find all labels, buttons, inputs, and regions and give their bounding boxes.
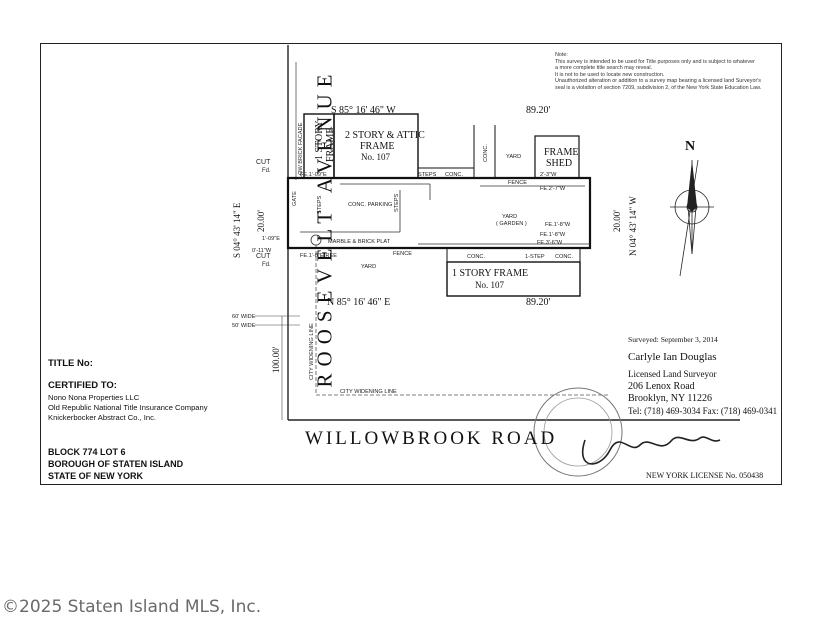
left-small-1: 0'-11"W	[252, 248, 272, 254]
main-house-frame: FRAME	[360, 141, 394, 152]
yard-garden: YARD	[502, 214, 517, 220]
party-2: Old Republic National Title Insurance Co…	[48, 403, 208, 412]
marble-plat: MARBLE & BRICK PLAT	[328, 239, 391, 245]
tree-label: TREE	[322, 253, 337, 259]
surveyor-title: Licensed Land Surveyor	[628, 369, 717, 379]
surveyor-address-1: 206 Lenox Road	[628, 381, 695, 392]
distance-top: 89.20'	[526, 105, 551, 116]
adjacent-frame: FRAME	[325, 128, 336, 162]
compass-north: N	[685, 139, 695, 154]
surveyed-date: Surveyed: September 3, 2014	[628, 335, 718, 344]
state: STATE OF NEW YORK	[48, 471, 144, 481]
conc-right: CONC.	[555, 254, 573, 260]
conc-top: CONC.	[445, 172, 463, 178]
fe-reference: 2'-3"W	[540, 172, 557, 178]
surveyor-license: NEW YORK LICENSE No. 050438	[646, 471, 764, 480]
fe-right-3: FE.1'-8"W	[540, 232, 566, 238]
bearing-bottom: N 85° 16' 46" E	[327, 297, 390, 308]
steps-left: STEPS	[394, 193, 400, 212]
left-small-2: 1'-09"E	[262, 236, 280, 242]
widening-horizontal: CITY WIDENING LINE	[340, 389, 397, 395]
conc-bottom: CONC.	[467, 254, 485, 260]
main-house-number: No. 107	[361, 152, 390, 162]
survey-note: Note: This survey is intended to be used…	[555, 52, 762, 91]
borough: BOROUGH OF STATEN ISLAND	[48, 459, 184, 469]
fe-right-1: FE.2'-7"W	[540, 186, 566, 192]
fe-bottom: FE.1'-8"E	[300, 253, 324, 259]
surveyor-phone: Tel: (718) 469-3034 Fax: (718) 469-0341	[628, 406, 778, 416]
distance-left: 20.00'	[256, 210, 266, 232]
cut-top: CUT	[256, 159, 271, 166]
certified-to-heading: CERTIFIED TO:	[48, 380, 117, 391]
surveyor-seal	[533, 387, 623, 477]
widening-vertical: CITY WIDENING LINE	[309, 323, 315, 380]
road-frontage: 100.00'	[271, 346, 281, 373]
willowbrook-road-label: WILLOWBROOK ROAD	[305, 428, 558, 449]
block-lot-info: BLOCK 774 LOT 6 BOROUGH OF STATEN ISLAND…	[48, 446, 183, 482]
shed-label: SHED	[546, 158, 572, 169]
garden-label: ( GARDEN )	[496, 221, 527, 227]
step-label: 1-STEP	[525, 254, 545, 260]
fe-right-2: FE.1'-8"W	[545, 222, 571, 228]
neighbor-label: 1 STORY FRAME	[452, 268, 528, 279]
neighbor-number: No. 107	[475, 280, 504, 290]
cut-bottom: CUT	[256, 253, 271, 260]
adjacent-story: 1 STORY	[314, 120, 325, 160]
surveyor-signature	[582, 436, 721, 465]
bearing-top: S 85° 16' 46" W	[331, 105, 396, 116]
gate-label: GATE	[292, 191, 298, 206]
main-house-label: 2 STORY & ATTIC	[345, 130, 425, 141]
conc-parking: CONC. PARKING	[348, 202, 392, 208]
shed-frame: FRAME	[544, 147, 578, 158]
fence-bottom: FENCE	[393, 251, 412, 257]
yard-bottom: YARD	[361, 264, 376, 270]
fe-top: FE.1'-09"E	[300, 172, 327, 178]
party-3: Knickerbocker Abstract Co., Inc.	[48, 413, 157, 422]
wide-60: 60' WIDE	[232, 314, 256, 320]
distance-right: 20.00'	[612, 210, 622, 232]
wide-50: 50' WIDE	[232, 323, 256, 329]
copyright-footer: ©2025 Staten Island MLS, Inc.	[2, 597, 262, 617]
conc-mid: CONC.	[483, 144, 489, 162]
block-lot: BLOCK 774 LOT 6	[48, 447, 126, 457]
certified-parties: Nono Nona Properties LLC Old Republic Na…	[48, 393, 208, 423]
steps-vertical: STEPS	[317, 195, 323, 214]
cut-top-fd: Fd.	[262, 168, 271, 174]
fence-top: FENCE	[508, 180, 527, 186]
steps-top: STEPS	[418, 172, 437, 178]
surveyor-address-2: Brooklyn, NY 11226	[628, 393, 712, 404]
fe-right-4: FE.3'-6"W	[537, 240, 563, 246]
surveyor-name: Carlyle Ian Douglas	[628, 351, 717, 363]
cut-bottom-fd: Fd.	[262, 262, 271, 268]
distance-bottom: 89.20'	[526, 297, 551, 308]
bearing-right: N 04° 43' 14" W	[628, 196, 638, 256]
bearing-left: S 04° 43' 14" E	[232, 202, 242, 258]
title-number: TITLE No:	[48, 358, 93, 369]
brick-facade: LOW BRICK FACADE	[298, 122, 304, 178]
survey-sheet	[40, 43, 782, 485]
yard-top: YARD	[506, 154, 521, 160]
roosevelt-avenue-label: ROOSEVELT AVENUE	[312, 67, 337, 388]
party-1: Nono Nona Properties LLC	[48, 393, 140, 402]
compass-rose	[670, 159, 714, 277]
